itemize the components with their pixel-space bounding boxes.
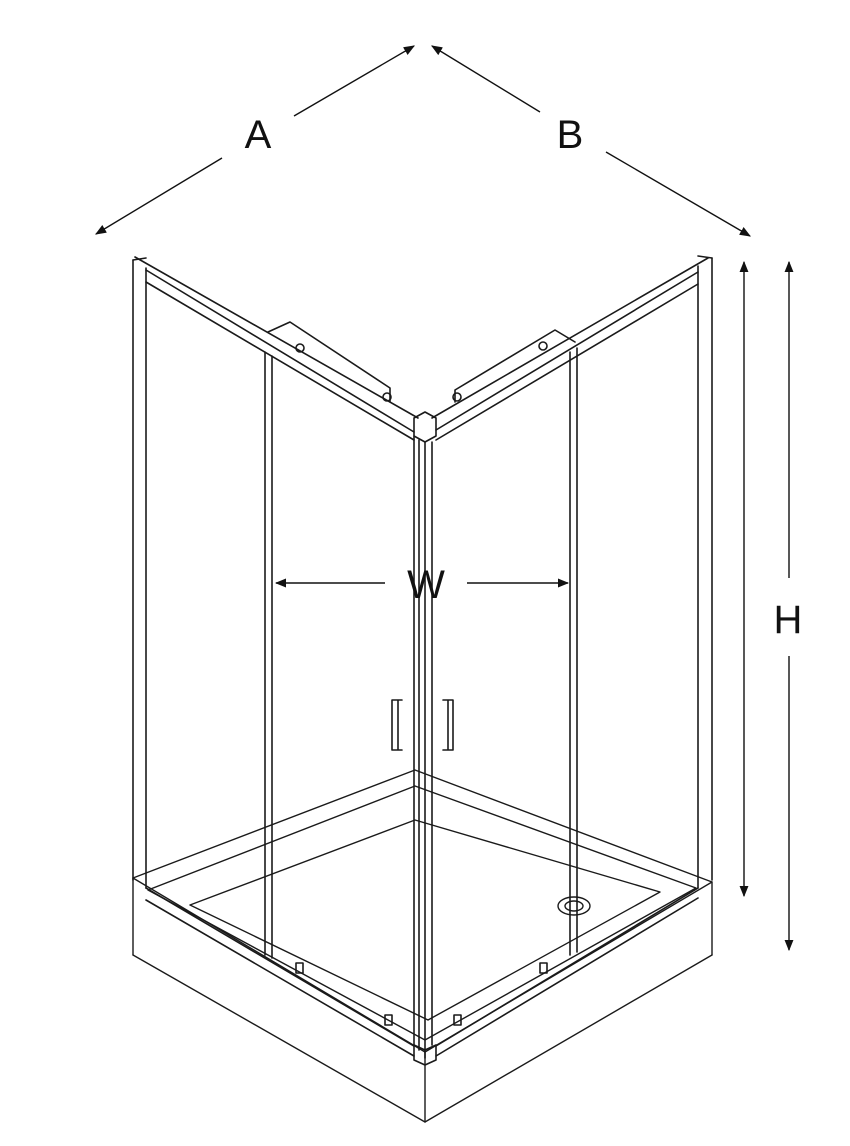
dimension-a-line-lower [95,157,223,235]
dimension-label-w: W [407,563,445,607]
dimension-label-h: H [774,598,803,642]
dimension-b-line-lower [605,151,751,237]
right-panel [431,255,713,1057]
shower-tray [132,769,713,1123]
left-handle-icon [391,699,403,751]
left-panel [132,256,419,1057]
drain-icon [557,896,591,916]
dimension-b-line-upper [431,45,541,113]
right-handle-icon [442,699,454,751]
dimension-a-line-upper [293,45,415,117]
dimension-label-b: B [557,113,584,157]
dimension-label-a: A [245,113,272,157]
corner-post [413,411,437,1066]
dimension-lines [95,45,794,952]
